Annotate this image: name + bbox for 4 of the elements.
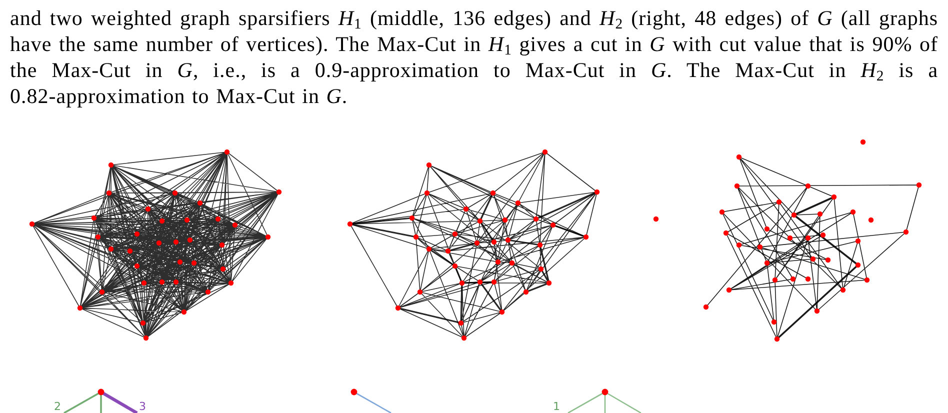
caption-text: and two weighted graph sparsifiers H$_{1}$ (middle, 136 edges) and H$_{2}$ (right, 48 edges) of G (all graphs have the same number of vertices). The Max-Cut in H$_{1}$ gives a cut in G with cut value that is 90% of the Max-Cut in G, i.e., is a 0.9-approximation to Max-Cut in G. The Max-Cut in H$_{2}$ is a 0.82-approximation to Max-Cut in G.: [10, 5, 938, 109]
edge-weight-label: 1: [553, 401, 560, 412]
edge-weight-label: 2: [54, 401, 61, 412]
edge-weight-label: 3: [139, 401, 146, 412]
